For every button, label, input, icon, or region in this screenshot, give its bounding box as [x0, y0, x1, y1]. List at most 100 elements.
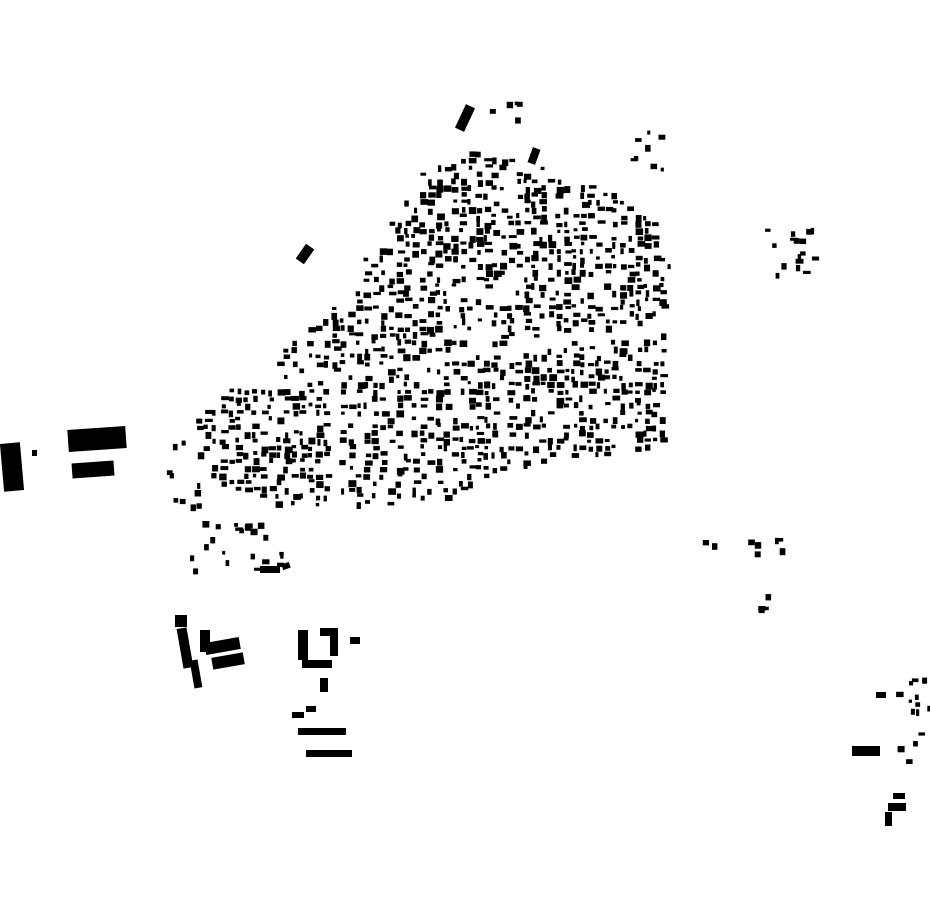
building [166, 470, 173, 475]
building [501, 235, 506, 239]
building [524, 291, 530, 299]
buildings-layer [0, 101, 930, 826]
building [461, 276, 466, 283]
building [325, 474, 333, 478]
building [411, 430, 418, 438]
building [397, 390, 401, 394]
building [379, 467, 388, 473]
building [493, 423, 497, 430]
building [260, 493, 268, 498]
building [356, 305, 364, 311]
building [587, 439, 592, 443]
building [555, 213, 561, 219]
building [580, 185, 585, 192]
building [533, 304, 541, 308]
building [556, 382, 565, 388]
building [269, 486, 277, 492]
building [580, 234, 588, 241]
building [283, 466, 288, 474]
building [306, 750, 352, 757]
building [477, 451, 484, 456]
building [451, 187, 459, 193]
building [403, 263, 408, 267]
building [293, 494, 301, 500]
building [235, 458, 242, 463]
building [469, 404, 476, 410]
building [332, 319, 339, 326]
building [340, 389, 346, 395]
building [461, 423, 469, 429]
building [371, 430, 378, 436]
building [896, 691, 904, 698]
building [323, 439, 328, 447]
building [235, 486, 242, 491]
building [509, 416, 518, 420]
building [307, 382, 313, 387]
building [527, 147, 541, 165]
building [244, 473, 249, 479]
building [588, 381, 596, 386]
building [295, 243, 315, 265]
building [437, 179, 443, 187]
building [556, 369, 565, 374]
building [579, 347, 584, 351]
building [261, 389, 266, 395]
building [411, 340, 417, 346]
building [461, 192, 467, 197]
building [323, 423, 331, 427]
building [754, 542, 762, 549]
building [453, 468, 458, 472]
building [397, 327, 404, 332]
building [596, 256, 600, 260]
building [253, 451, 258, 455]
building [556, 186, 565, 194]
building [452, 278, 461, 284]
building [437, 213, 445, 221]
building [419, 430, 425, 436]
building [420, 199, 428, 205]
building [414, 207, 418, 214]
building [476, 236, 484, 242]
building [485, 264, 493, 271]
building [531, 207, 537, 215]
building [308, 402, 313, 407]
building [461, 199, 469, 203]
building [661, 304, 670, 309]
building [758, 609, 765, 614]
building [234, 523, 238, 527]
building [493, 397, 500, 402]
building [268, 416, 272, 421]
building [579, 411, 584, 416]
building [268, 446, 276, 451]
building [228, 410, 233, 418]
building [453, 243, 459, 249]
building [653, 255, 662, 262]
building [589, 235, 597, 239]
building [645, 290, 650, 297]
building [555, 193, 564, 199]
building [355, 291, 361, 297]
building [260, 474, 268, 479]
building [596, 445, 603, 452]
building [292, 340, 297, 347]
building [403, 354, 411, 362]
building [308, 327, 316, 333]
building [500, 262, 508, 270]
building [437, 305, 443, 310]
building [236, 452, 244, 457]
building [427, 367, 431, 373]
building [292, 361, 298, 368]
building [754, 551, 761, 558]
building [557, 179, 562, 185]
building [533, 250, 539, 257]
building [429, 256, 436, 264]
building [435, 250, 443, 258]
building [778, 538, 784, 542]
building [475, 465, 481, 470]
building [659, 299, 667, 306]
building [307, 341, 314, 347]
building [405, 220, 412, 227]
building [531, 255, 539, 262]
building [587, 193, 595, 198]
building [515, 362, 522, 366]
